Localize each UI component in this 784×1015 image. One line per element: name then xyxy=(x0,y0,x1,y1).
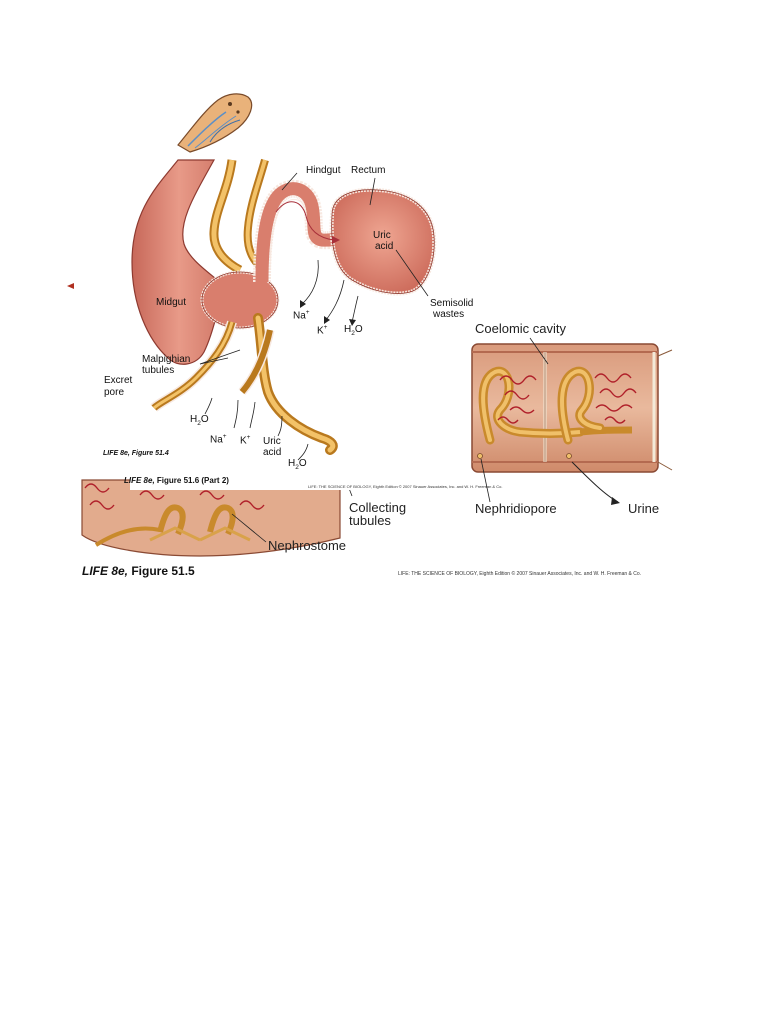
label-collecting-line2: tubules xyxy=(349,513,391,528)
label-k-lower: K+ xyxy=(240,434,251,447)
label-malpighian-line1: Malpighian xyxy=(142,354,191,365)
label-uric-acid-tubule-line1: Uric xyxy=(263,436,281,447)
label-semisolid-line1: Semisolid xyxy=(430,298,474,309)
label-urine: Urine xyxy=(628,501,660,516)
credit-insect-figure: LIFE: THE SCIENCE OF BIOLOGY, Eighth Edi… xyxy=(308,484,503,489)
caption-figure-51-6: LIFE 8e, Figure 51.6 (Part 2) xyxy=(124,476,229,485)
insect-gut-diagram xyxy=(131,158,437,461)
label-semisolid-line2: wastes xyxy=(433,309,465,320)
credit-earthworm-figure: LIFE: THE SCIENCE OF BIOLOGY, Eighth Edi… xyxy=(398,571,642,577)
label-excretory-line1: Excret xyxy=(104,375,133,386)
caption-figure-51-4: LIFE 8e, Figure 51.4 xyxy=(103,450,169,457)
insect-illustration xyxy=(177,93,253,153)
label-na-upper: Na+ xyxy=(293,309,310,322)
label-uric-acid-rectum-line1: Uric xyxy=(373,230,391,241)
label-uric-acid-rectum-line2: acid xyxy=(375,241,394,252)
label-collecting-line1: Collecting xyxy=(349,500,407,515)
label-malpighian-line2: tubules xyxy=(142,365,175,376)
label-coelomic-cavity: Coelomic cavity xyxy=(475,321,567,336)
label-midgut: Midgut xyxy=(156,297,187,308)
label-na-lower: Na+ xyxy=(210,433,227,446)
label-k-upper: K+ xyxy=(317,324,328,337)
caption-figure-51-5: LIFE 8e, Figure 51.5 xyxy=(82,564,195,578)
earthworm-illustration xyxy=(81,337,673,557)
label-rectum: Rectum xyxy=(351,165,386,176)
label-uric-acid-tubule-line2: acid xyxy=(263,447,282,458)
label-excretory-line2: pore xyxy=(104,387,125,398)
label-h2o-upper: H2O xyxy=(344,324,363,337)
label-h2o-lower: H2O xyxy=(288,458,307,471)
label-h2o-left: H2O xyxy=(190,414,209,427)
left-margin-arrow-icon xyxy=(67,283,74,289)
label-nephridiopore: Nephridiopore xyxy=(475,501,557,516)
label-nephrostome: Nephrostome xyxy=(268,538,347,553)
label-hindgut: Hindgut xyxy=(306,165,341,176)
